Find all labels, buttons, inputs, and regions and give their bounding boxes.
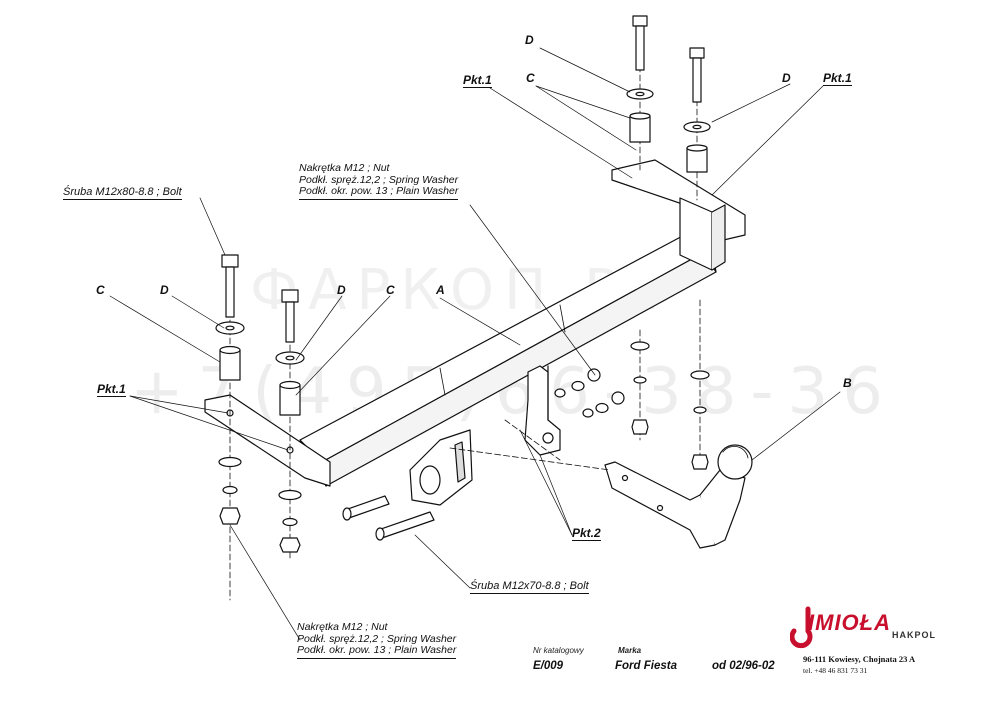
label-bolt-bottom: Śruba M12x70-8.8 ; Bolt (470, 580, 589, 594)
bracket-fasteners (554, 368, 625, 418)
note-top-line2: Podkł. spręż.12,2 ; Spring Washer (299, 173, 459, 186)
label-c-top: C (526, 71, 535, 85)
label-bolt-top: Śruba M12x80-8.8 ; Bolt (63, 186, 182, 200)
model-date: od 02/96-02 (712, 660, 775, 672)
note-nut-washers-top: Nakrętka M12 ; Nut Podkł. spręż.12,2 ; S… (299, 162, 459, 200)
company-phone: tel. +48 46 831 73 31 (803, 666, 868, 675)
note-bottom-line1: Nakrętka M12 ; Nut (297, 621, 388, 633)
right-fasteners (630, 341, 710, 470)
tow-ball-part-b (604, 444, 753, 549)
label-d-mid: D (337, 283, 346, 297)
company-address: 96-111 Kowiesy, Chojnata 23 A (803, 654, 916, 664)
top-bolt-set (626, 15, 711, 173)
lower-left-fasteners (218, 456, 302, 553)
catalog-caption: Nr katalogowy (533, 646, 584, 655)
note-bottom-line3: Podkł. okr. pow. 13 ; Plain Washer (297, 644, 457, 659)
brand-caption: Marka (618, 646, 642, 655)
right-bracket (611, 159, 746, 271)
label-pkt1-left: Pkt.1 (97, 382, 126, 397)
crossbar-part-a (299, 231, 717, 487)
note-top-line3: Podkł. okr. pow. 13 ; Plain Washer (299, 185, 459, 200)
label-a: A (436, 283, 445, 297)
label-d-right: D (782, 71, 791, 85)
left-bolt-set (215, 254, 305, 416)
note-top-line1: Nakrętka M12 ; Nut (299, 162, 390, 174)
label-d-top: D (525, 33, 534, 47)
note-nut-washers-bottom: Nakrętka M12 ; Nut Podkł. spręż.12,2 ; S… (297, 621, 457, 659)
label-pkt1-top-right: Pkt.1 (823, 71, 852, 86)
label-pkt1-top-left: Pkt.1 (463, 73, 492, 88)
note-bottom-line2: Podkł. spręż.12,2 ; Spring Washer (297, 632, 457, 645)
socket-plate (409, 429, 473, 506)
label-pkt2: Pkt.2 (572, 526, 601, 541)
lower-bolts (342, 495, 435, 541)
hook-logo-icon (790, 606, 813, 649)
label-b: B (843, 376, 852, 390)
leader-lines (109, 47, 841, 641)
ball-mount-bracket (524, 365, 561, 456)
label-d-left: D (160, 283, 169, 297)
label-c-mid: C (386, 283, 395, 297)
catalog-number: E/009 (533, 660, 564, 672)
company-logo: IMIOŁA (808, 610, 891, 635)
label-c-left: C (96, 283, 105, 297)
company-sub: HAKPOL (892, 630, 936, 640)
brand-name: Ford Fiesta (615, 660, 677, 672)
